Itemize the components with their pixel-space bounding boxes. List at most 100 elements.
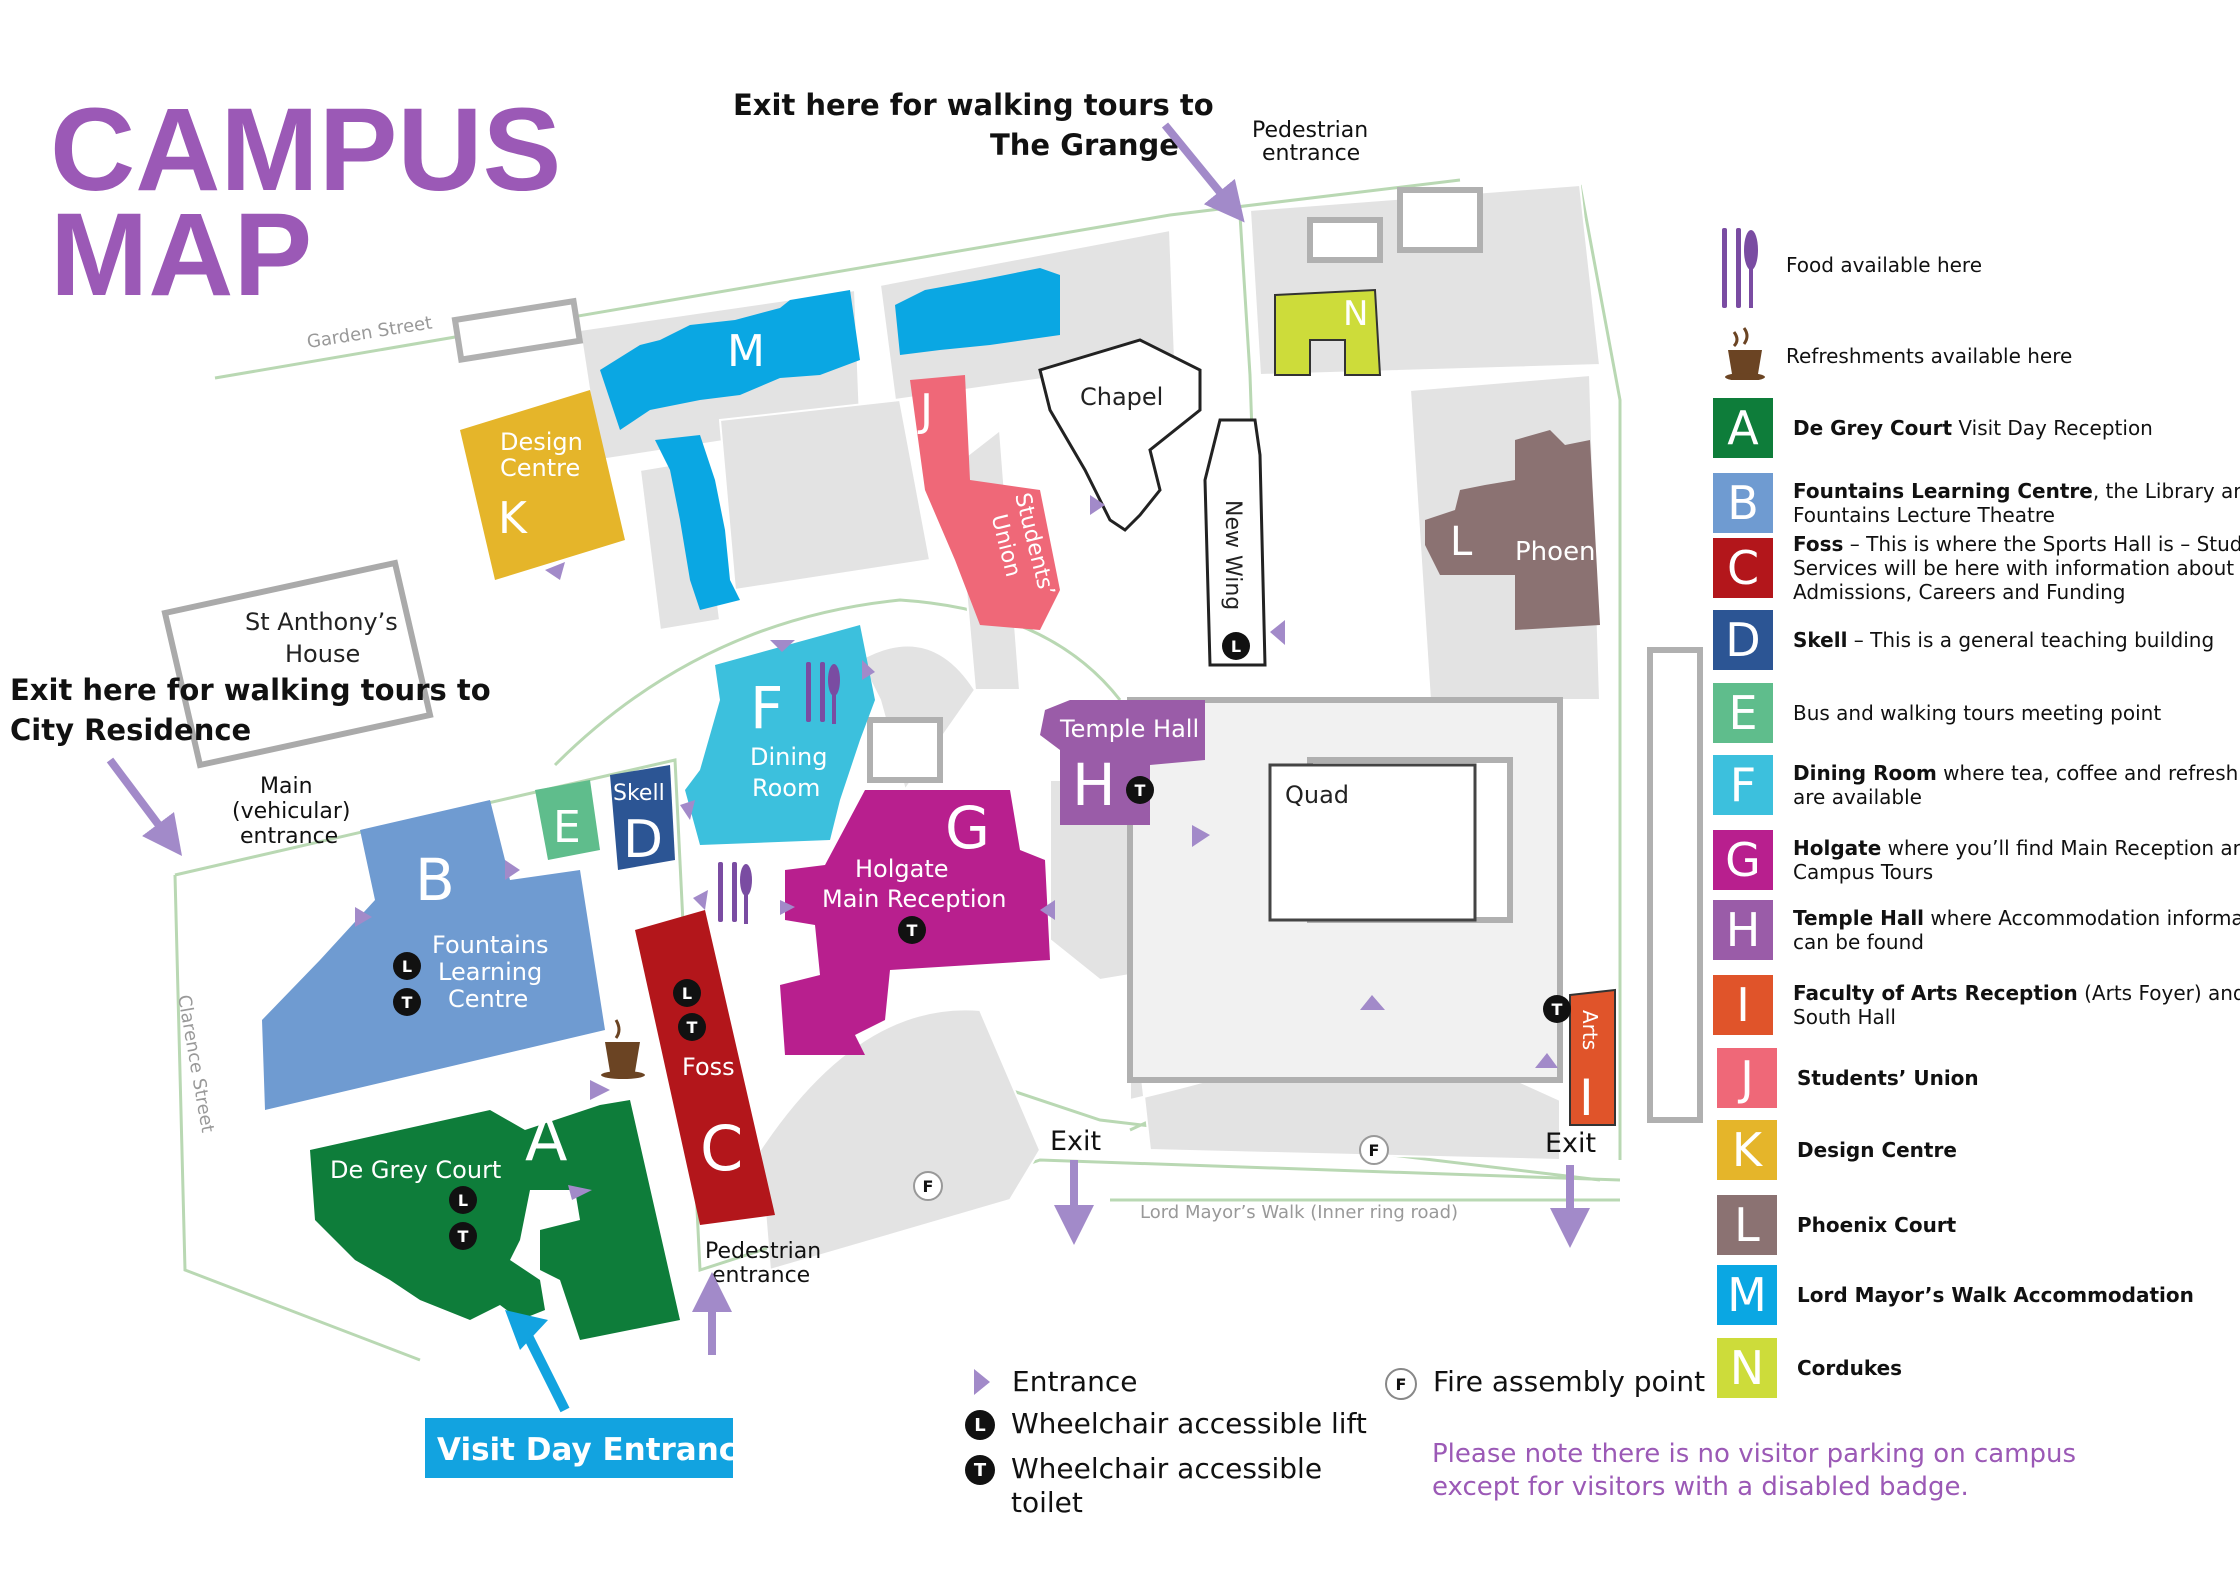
legend-food: Food available here xyxy=(1710,228,2186,308)
coffee-cup-icon xyxy=(601,1019,645,1079)
legend-desc-i: (Arts Foyer) and Quad South Hall xyxy=(1793,981,2240,1029)
visit-day-banner xyxy=(425,1418,733,1478)
building-b xyxy=(262,800,605,1110)
legend-text-e: Bus and walking tours meeting point xyxy=(1793,701,2240,725)
building-n-label: N xyxy=(1343,294,1368,334)
key-lift-text: Wheelchair accessible lift xyxy=(1011,1407,1367,1440)
holgate-label-l2: Main Reception xyxy=(822,885,1006,913)
lift-marker-new-wing: L xyxy=(1222,632,1250,660)
toilet-icon: T xyxy=(965,1455,995,1485)
building-a xyxy=(310,1100,680,1340)
building-f xyxy=(685,625,875,845)
svg-text:T: T xyxy=(458,1227,469,1246)
fire-assembly-marker-1: F xyxy=(913,1171,943,1201)
entrance-markers xyxy=(355,495,1558,1200)
food-icon xyxy=(718,862,752,924)
fountains-label-l3: Centre xyxy=(448,985,528,1013)
building-phoenix xyxy=(1425,430,1600,630)
svg-text:F: F xyxy=(1369,1141,1380,1160)
quad-area xyxy=(1268,763,1477,922)
parking-notice: Please note there is no visitor parking … xyxy=(1432,1438,2076,1504)
legend-bold-k: Design Centre xyxy=(1797,1138,1957,1162)
legend-text-m: Lord Mayor’s Walk Accommodation xyxy=(1797,1283,2240,1307)
legend-badge-a: A xyxy=(1713,398,1773,458)
legend-desc-h: where Accommodation information can be f… xyxy=(1793,906,2240,954)
legend-text-k: Design Centre xyxy=(1797,1138,2240,1162)
parking-notice-l2: except for visitors with a disabled badg… xyxy=(1432,1472,1969,1502)
toilet-marker-foss: T xyxy=(678,1013,706,1041)
legend-badge-h: H xyxy=(1713,900,1773,960)
legend-text-f: Dining Room where tea, coffee and refres… xyxy=(1793,761,2240,809)
building-chapel xyxy=(1038,338,1202,532)
svg-text:T: T xyxy=(687,1018,698,1037)
lord-mayors-walk-label: Lord Mayor’s Walk (Inner ring road) xyxy=(1140,1202,1458,1223)
svg-text:T: T xyxy=(1135,781,1146,800)
toilet-marker-fountains: T xyxy=(393,988,421,1016)
dining-room-label-l2: Room xyxy=(752,774,820,802)
st-anthonys-house xyxy=(161,559,434,769)
foss-label: Foss xyxy=(682,1053,735,1081)
building-j xyxy=(910,375,1060,630)
svg-text:L: L xyxy=(1231,637,1241,656)
legend-badge-l: L xyxy=(1717,1195,1777,1255)
legend-text-d: Skell – This is a general teaching build… xyxy=(1793,628,2240,652)
holgate-label-l1: Holgate xyxy=(855,855,949,883)
new-wing-label: New Wing xyxy=(1220,500,1245,610)
legend-desc-e: Bus and walking tours meeting point xyxy=(1793,701,2162,725)
lift-marker-fountains: L xyxy=(393,952,421,980)
quad-label: Quad xyxy=(1285,781,1349,809)
accessibility-markers: L T T L T L T T L T F F xyxy=(393,632,1571,1250)
key-entrance: Entrance xyxy=(970,1365,1137,1398)
entrance-arrow-icon xyxy=(974,1369,990,1395)
city-callout-l2: City Residence xyxy=(10,713,251,747)
building-a-label: A xyxy=(525,1102,567,1175)
key-lift: L Wheelchair accessible lift xyxy=(965,1407,1367,1440)
legend-bold-n: Cordukes xyxy=(1797,1356,1903,1380)
key-toilet-text-l1: Wheelchair accessible xyxy=(1011,1452,1323,1485)
legend-badge-c: C xyxy=(1713,538,1773,598)
building-k xyxy=(460,390,625,580)
grange-callout-l1: Exit here for walking tours to xyxy=(733,88,1214,122)
parking-notice-l1: Please note there is no visitor parking … xyxy=(1432,1439,2077,1469)
building-d-label: D xyxy=(623,810,663,870)
temple-hall-label: Temple Hall xyxy=(1059,715,1199,743)
toilet-marker-arts: T xyxy=(1543,995,1571,1023)
building-f-label: F xyxy=(750,674,783,742)
ped-bottom-l1: Pedestrian xyxy=(705,1239,821,1264)
svg-text:L: L xyxy=(402,957,412,976)
map-title-line1: CAMPUS xyxy=(50,84,561,216)
legend-bold-f: Dining Room xyxy=(1793,761,1937,785)
garden-street-label: Garden Street xyxy=(305,312,433,353)
svg-text:L: L xyxy=(682,984,692,1003)
legend-food-text: Food available here xyxy=(1786,253,1983,277)
key-toilet: T Wheelchair accessible toilet xyxy=(965,1452,1322,1520)
legend-coffee: Refreshments available here xyxy=(1710,320,2186,380)
building-i-label: I xyxy=(1579,1069,1594,1127)
lift-icon: L xyxy=(965,1410,995,1440)
legend-desc-b: , the Library and Fountains Lecture Thea… xyxy=(1793,479,2240,527)
legend-bold-d: Skell xyxy=(1793,628,1848,652)
key-entrance-text: Entrance xyxy=(1012,1365,1138,1398)
building-m-label: M xyxy=(727,326,765,377)
toilet-marker-holgate: T xyxy=(898,916,926,944)
svg-text:T: T xyxy=(1552,1000,1563,1019)
legend-coffee-text: Refreshments available here xyxy=(1786,344,2073,368)
legend-text-n: Cordukes xyxy=(1797,1356,2240,1380)
legend-badge-b: B xyxy=(1713,473,1773,533)
legend-text-l: Phoenix Court xyxy=(1797,1213,2240,1237)
building-new-wing xyxy=(1203,418,1267,667)
building-k-label: K xyxy=(498,493,528,544)
legend-badge-g: G xyxy=(1713,830,1773,890)
fountains-label-l2: Learning xyxy=(438,958,542,986)
fountains-label-l1: Fountains xyxy=(432,931,549,959)
ped-top-l2: entrance xyxy=(1262,141,1360,166)
food-icon xyxy=(1722,228,1758,308)
legend-bold-l: Phoenix Court xyxy=(1797,1213,1957,1237)
legend-badge-i: I xyxy=(1713,975,1773,1035)
legend-bold-i: Faculty of Arts Reception xyxy=(1793,981,2078,1005)
building-e xyxy=(535,780,600,860)
